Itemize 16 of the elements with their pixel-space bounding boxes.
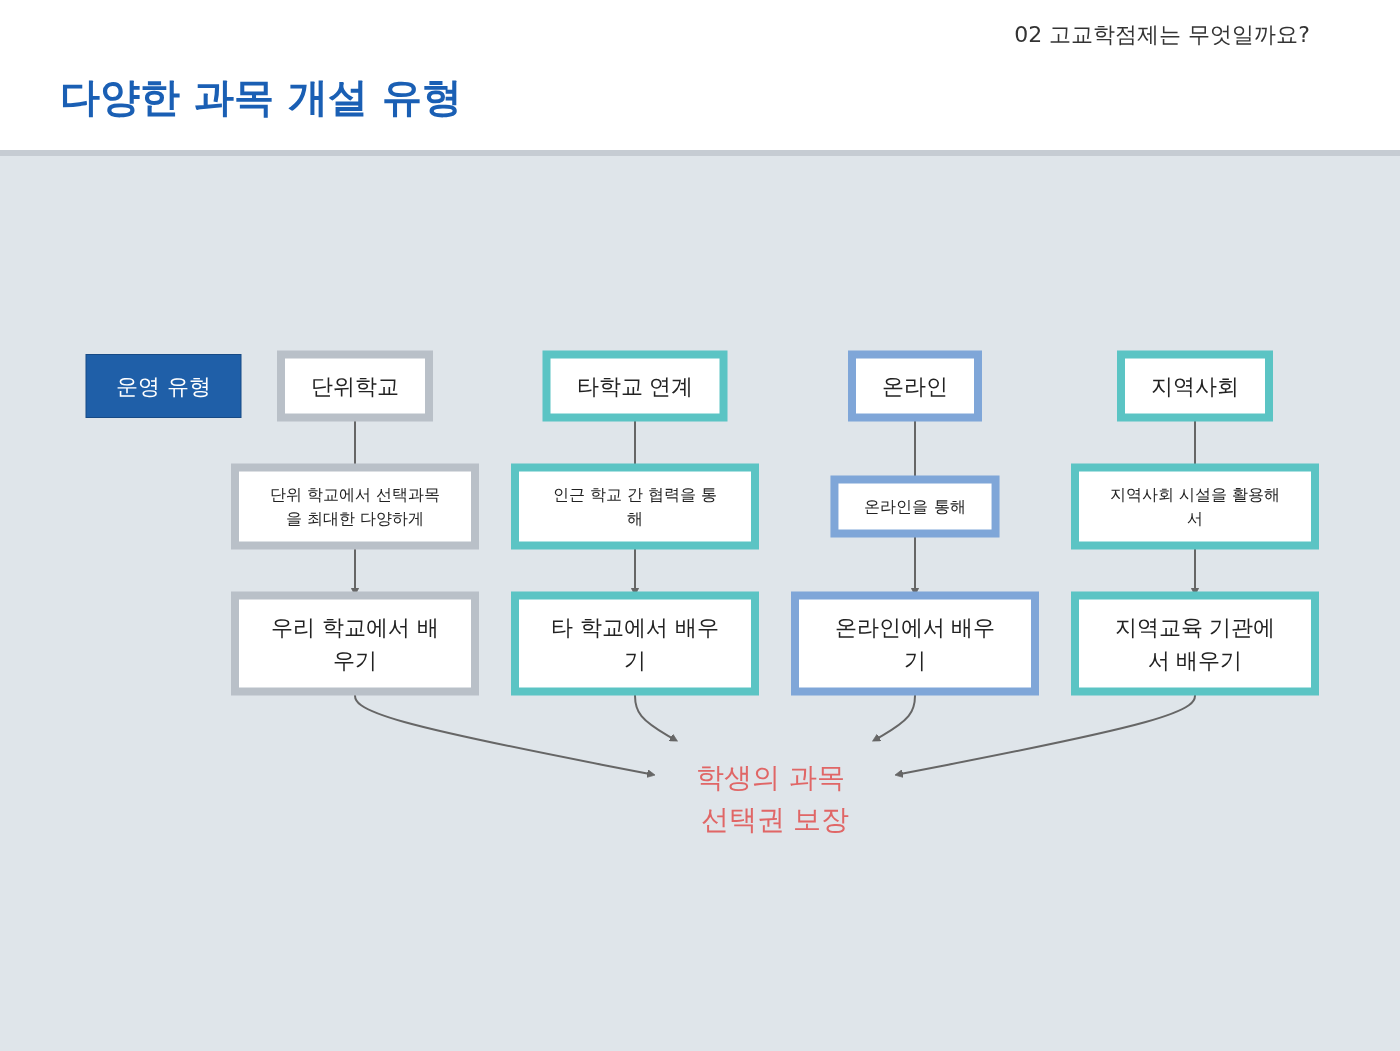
node-box: 단위학교 xyxy=(276,350,433,422)
node-box: 지역교육 기관에서 배우기 xyxy=(1070,591,1319,696)
node-box: 온라인 xyxy=(847,350,982,422)
node-text: 학생의 과목 선택권 보장 xyxy=(695,760,849,836)
node-box: 온라인에서 배우기 xyxy=(790,591,1039,696)
node-box: 타 학교에서 배우기 xyxy=(510,591,759,696)
node-box: 우리 학교에서 배우기 xyxy=(230,591,479,696)
section-note: 02 고교학점제는 무엇일까요? xyxy=(1014,21,1310,49)
node-box: 인근 학교 간 협력을 통해 xyxy=(510,463,759,550)
node-box: 단위 학교에서 선택과목을 최대한 다양하게 xyxy=(230,463,479,550)
node-box: 지역사회 xyxy=(1116,350,1273,422)
node-box: 지역사회 시설을 활용해서 xyxy=(1070,463,1319,550)
node-box: 타학교 연계 xyxy=(542,350,727,422)
node-box: 운영 유형 xyxy=(85,354,241,418)
title: 다양한 과목 개설 유형 xyxy=(60,73,462,122)
node-box: 온라인을 통해 xyxy=(829,475,1000,538)
